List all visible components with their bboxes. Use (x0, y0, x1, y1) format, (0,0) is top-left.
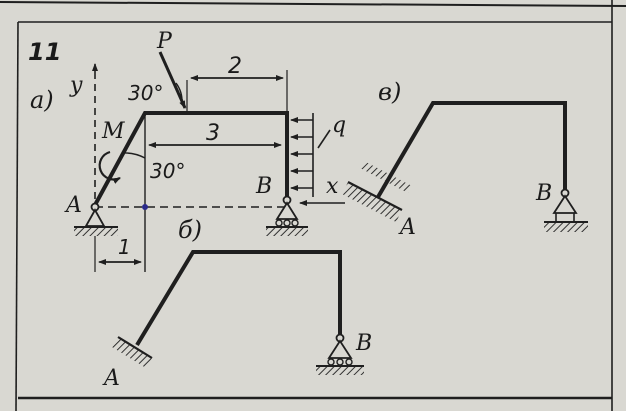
dim-bottom-label: 1 (118, 235, 131, 259)
variant-a: a) y x P 30° 2 3 30° (30, 29, 346, 272)
support-b-b (316, 333, 364, 375)
problem-number: 11 (28, 38, 61, 66)
support-b-a-label: B (255, 174, 272, 199)
load-q-label: q (332, 113, 346, 138)
angle-mid-label: 30° (150, 159, 185, 183)
angle-top-label: 30° (128, 81, 163, 105)
force-p (158, 51, 187, 109)
support-b-v-label: B (535, 181, 552, 206)
baseline-point (142, 204, 148, 210)
frame-v (376, 101, 567, 199)
x-axis-label: x (326, 174, 339, 199)
support-b-b-label: B (355, 331, 372, 356)
support-a-label: A (64, 193, 82, 218)
variant-v-label: в) (378, 78, 401, 106)
support-a-b (112, 336, 153, 368)
support-b-a (266, 195, 308, 236)
support-a-b-label: A (102, 366, 120, 391)
support-a-v (342, 161, 412, 222)
moment-m-label: M (101, 119, 125, 144)
dim-mid-label: 3 (206, 121, 220, 146)
dim-top-label: 2 (228, 54, 242, 79)
force-p-label: P (156, 29, 173, 54)
variant-a-label: a) (30, 86, 54, 114)
variant-b-label: б) (178, 216, 202, 244)
variant-v: в) A B (342, 78, 588, 240)
frame-a (93, 111, 289, 206)
variant-b: б) A B (102, 216, 372, 391)
frame-b (135, 250, 342, 347)
support-b-v (544, 188, 588, 232)
distributed-load-q (290, 113, 331, 197)
moment-m (98, 150, 121, 184)
support-a (74, 202, 118, 236)
y-axis-label: y (69, 73, 83, 98)
support-a-v-label: A (398, 215, 416, 240)
